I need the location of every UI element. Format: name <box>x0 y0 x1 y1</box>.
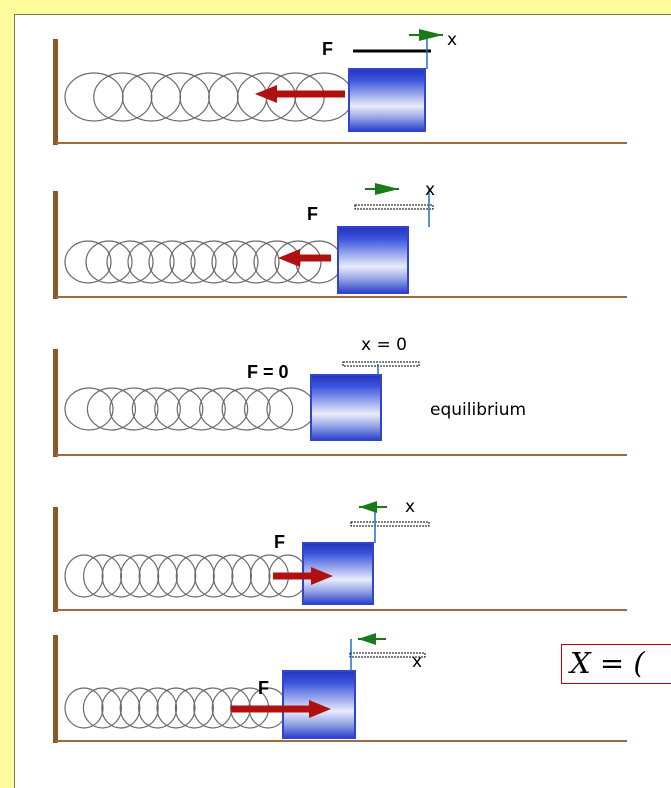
spring-coil <box>274 240 322 284</box>
spring-coil <box>154 387 204 431</box>
spring-coil <box>211 240 259 284</box>
mass-block <box>310 374 382 441</box>
row-3: F = 0 x = 0 equilibrium <box>53 335 627 457</box>
spring <box>64 240 343 284</box>
spring-coil <box>156 687 196 729</box>
spring-coil <box>157 554 197 598</box>
wall <box>53 507 58 612</box>
spring-coil <box>64 687 104 729</box>
spring-coil <box>64 240 112 284</box>
spring-coil <box>82 554 123 598</box>
row-4: Fx <box>53 497 627 612</box>
row-2: Fx <box>53 180 627 299</box>
spring-coil <box>131 387 181 431</box>
spring-coil <box>64 554 104 598</box>
spring-coil <box>86 387 137 431</box>
wall <box>53 349 58 457</box>
position-label: x = 0 <box>361 335 407 355</box>
spring <box>64 387 316 431</box>
spring-coil <box>64 387 114 431</box>
position-label: x <box>425 180 435 200</box>
spring-coil <box>266 387 316 431</box>
force-label: F <box>307 204 318 224</box>
force-label: F <box>274 532 285 552</box>
position-label: x <box>447 30 457 50</box>
position-marker-bar <box>349 652 426 658</box>
position-marker-bar <box>350 521 430 527</box>
spring-coil <box>175 554 215 598</box>
mass-block <box>348 68 426 132</box>
spring-coil <box>194 554 234 598</box>
spring-coil <box>190 240 238 284</box>
spring-coil <box>127 240 175 284</box>
force-arrow-head <box>255 85 277 103</box>
position-label: x <box>405 497 415 517</box>
spring-coil <box>212 554 252 598</box>
force-label: F <box>258 678 269 698</box>
spring <box>64 554 308 598</box>
spring-coil <box>138 554 178 598</box>
wall <box>53 39 58 145</box>
position-label: x <box>412 652 422 672</box>
spring-coil <box>120 554 160 598</box>
spring-coil <box>148 240 196 284</box>
force-arrow-head <box>309 700 331 718</box>
spring-coil <box>174 687 214 729</box>
spring-coil <box>176 387 226 431</box>
direction-flag-icon <box>358 633 376 645</box>
direction-flag-icon <box>419 29 443 41</box>
row-5: Fx <box>53 633 627 743</box>
formula-box: X = ( <box>561 644 671 684</box>
spring-coil <box>199 387 249 431</box>
spring-coil <box>85 240 133 284</box>
spring-coil <box>101 687 141 729</box>
mass-block <box>337 226 409 294</box>
spring <box>64 687 288 729</box>
spring-coil <box>232 240 280 284</box>
spring-coil <box>101 554 141 598</box>
spring-coil <box>169 240 217 284</box>
spring-coil <box>243 387 294 431</box>
spring-coil <box>295 240 343 284</box>
equilibrium-note: equilibrium <box>430 400 526 420</box>
wall <box>53 191 58 299</box>
direction-flag-icon <box>375 183 399 195</box>
spring-coil <box>109 387 159 431</box>
force-arrow-head <box>311 567 333 585</box>
force-arrow-head <box>278 249 300 267</box>
spring-coil <box>221 387 271 431</box>
spring-coil <box>231 554 271 598</box>
wall <box>53 635 58 743</box>
position-marker-bar <box>342 361 420 367</box>
spring-coil <box>138 687 178 729</box>
spring-coil <box>82 687 123 729</box>
position-marker-bar <box>354 204 434 210</box>
formula-text: X = ( <box>570 646 645 680</box>
spring-coil <box>119 687 159 729</box>
force-label: F = 0 <box>247 362 289 382</box>
spring-coil <box>106 240 154 284</box>
force-label: F <box>322 39 333 59</box>
direction-flag-icon <box>359 501 377 513</box>
